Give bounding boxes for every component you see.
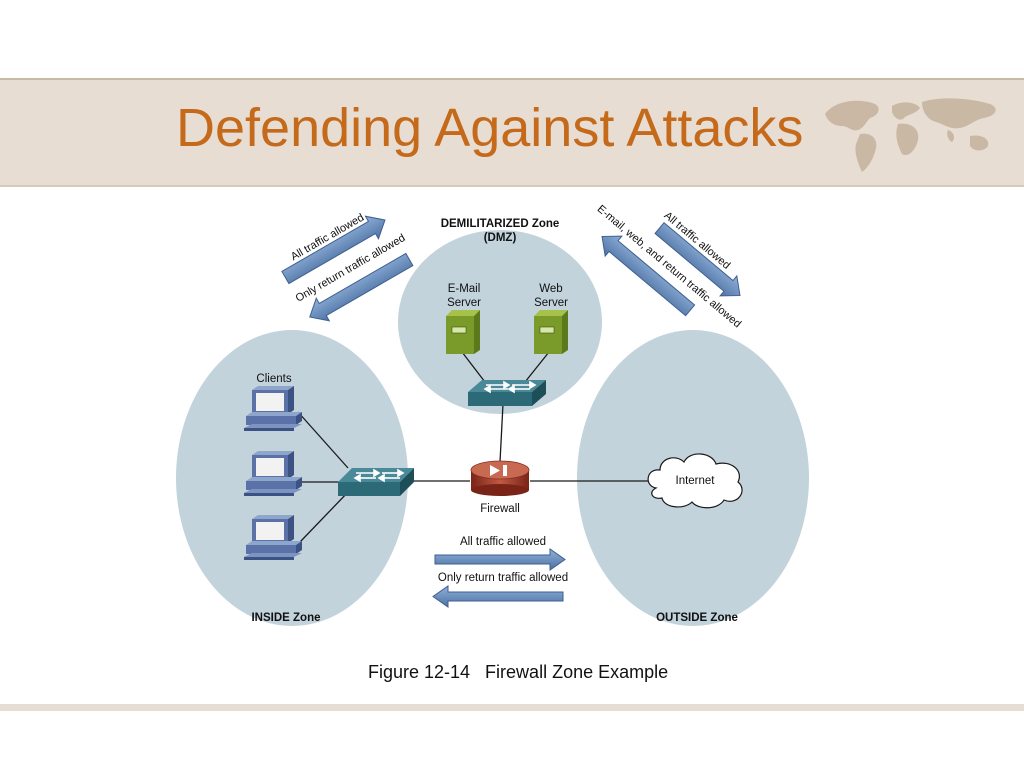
- dmz-label-line2: (DMZ): [484, 232, 517, 244]
- internet-label: Internet: [676, 475, 716, 487]
- client-pc-icon: [244, 386, 302, 431]
- dmz-zone: [398, 230, 602, 414]
- firewall-zone-diagram: DEMILITARIZED Zone (DMZ) INSIDE Zone OUT…: [176, 203, 809, 626]
- email-server-icon: [446, 310, 480, 354]
- figure-caption: Figure 12-14 Firewall Zone Example: [368, 662, 669, 682]
- client-pc-icon: [244, 515, 302, 560]
- bottom-rule: [0, 704, 1024, 711]
- outside-to-inside-return-label: Only return traffic allowed: [438, 572, 568, 584]
- web-server-label-line1: Web: [539, 283, 562, 295]
- arrow-left-icon: [432, 585, 564, 608]
- slide-title: Defending Against Attacks: [176, 98, 804, 158]
- world-map-icon: [825, 98, 996, 172]
- inside-switch-icon: [338, 468, 414, 496]
- dmz-label-line1: DEMILITARIZED Zone: [441, 218, 560, 230]
- email-server-label-line2: Server: [447, 297, 481, 309]
- email-server-label-line1: E-Mail: [448, 283, 481, 295]
- internet-cloud-icon: [647, 453, 743, 509]
- arrow-right-icon: [434, 548, 566, 571]
- title-band: [0, 78, 1024, 187]
- firewall-icon: [470, 460, 530, 496]
- inside-zone-label: INSIDE Zone: [251, 612, 320, 624]
- inside-to-outside-all-label: All traffic allowed: [460, 536, 546, 548]
- arrow-down-right-icon: [654, 222, 741, 297]
- web-server-label-line2: Server: [534, 297, 568, 309]
- client-pc-icon: [244, 451, 302, 496]
- arrow-up-right-icon: [281, 215, 386, 285]
- dmz-switch-icon: [468, 380, 546, 406]
- web-server-icon: [534, 310, 568, 354]
- arrow-up-left-icon: [601, 235, 696, 317]
- firewall-label: Firewall: [480, 503, 520, 515]
- outside-zone-label: OUTSIDE Zone: [656, 612, 738, 624]
- clients-label: Clients: [256, 373, 291, 385]
- network-links: [297, 351, 650, 543]
- arrow-down-left-icon: [309, 252, 414, 322]
